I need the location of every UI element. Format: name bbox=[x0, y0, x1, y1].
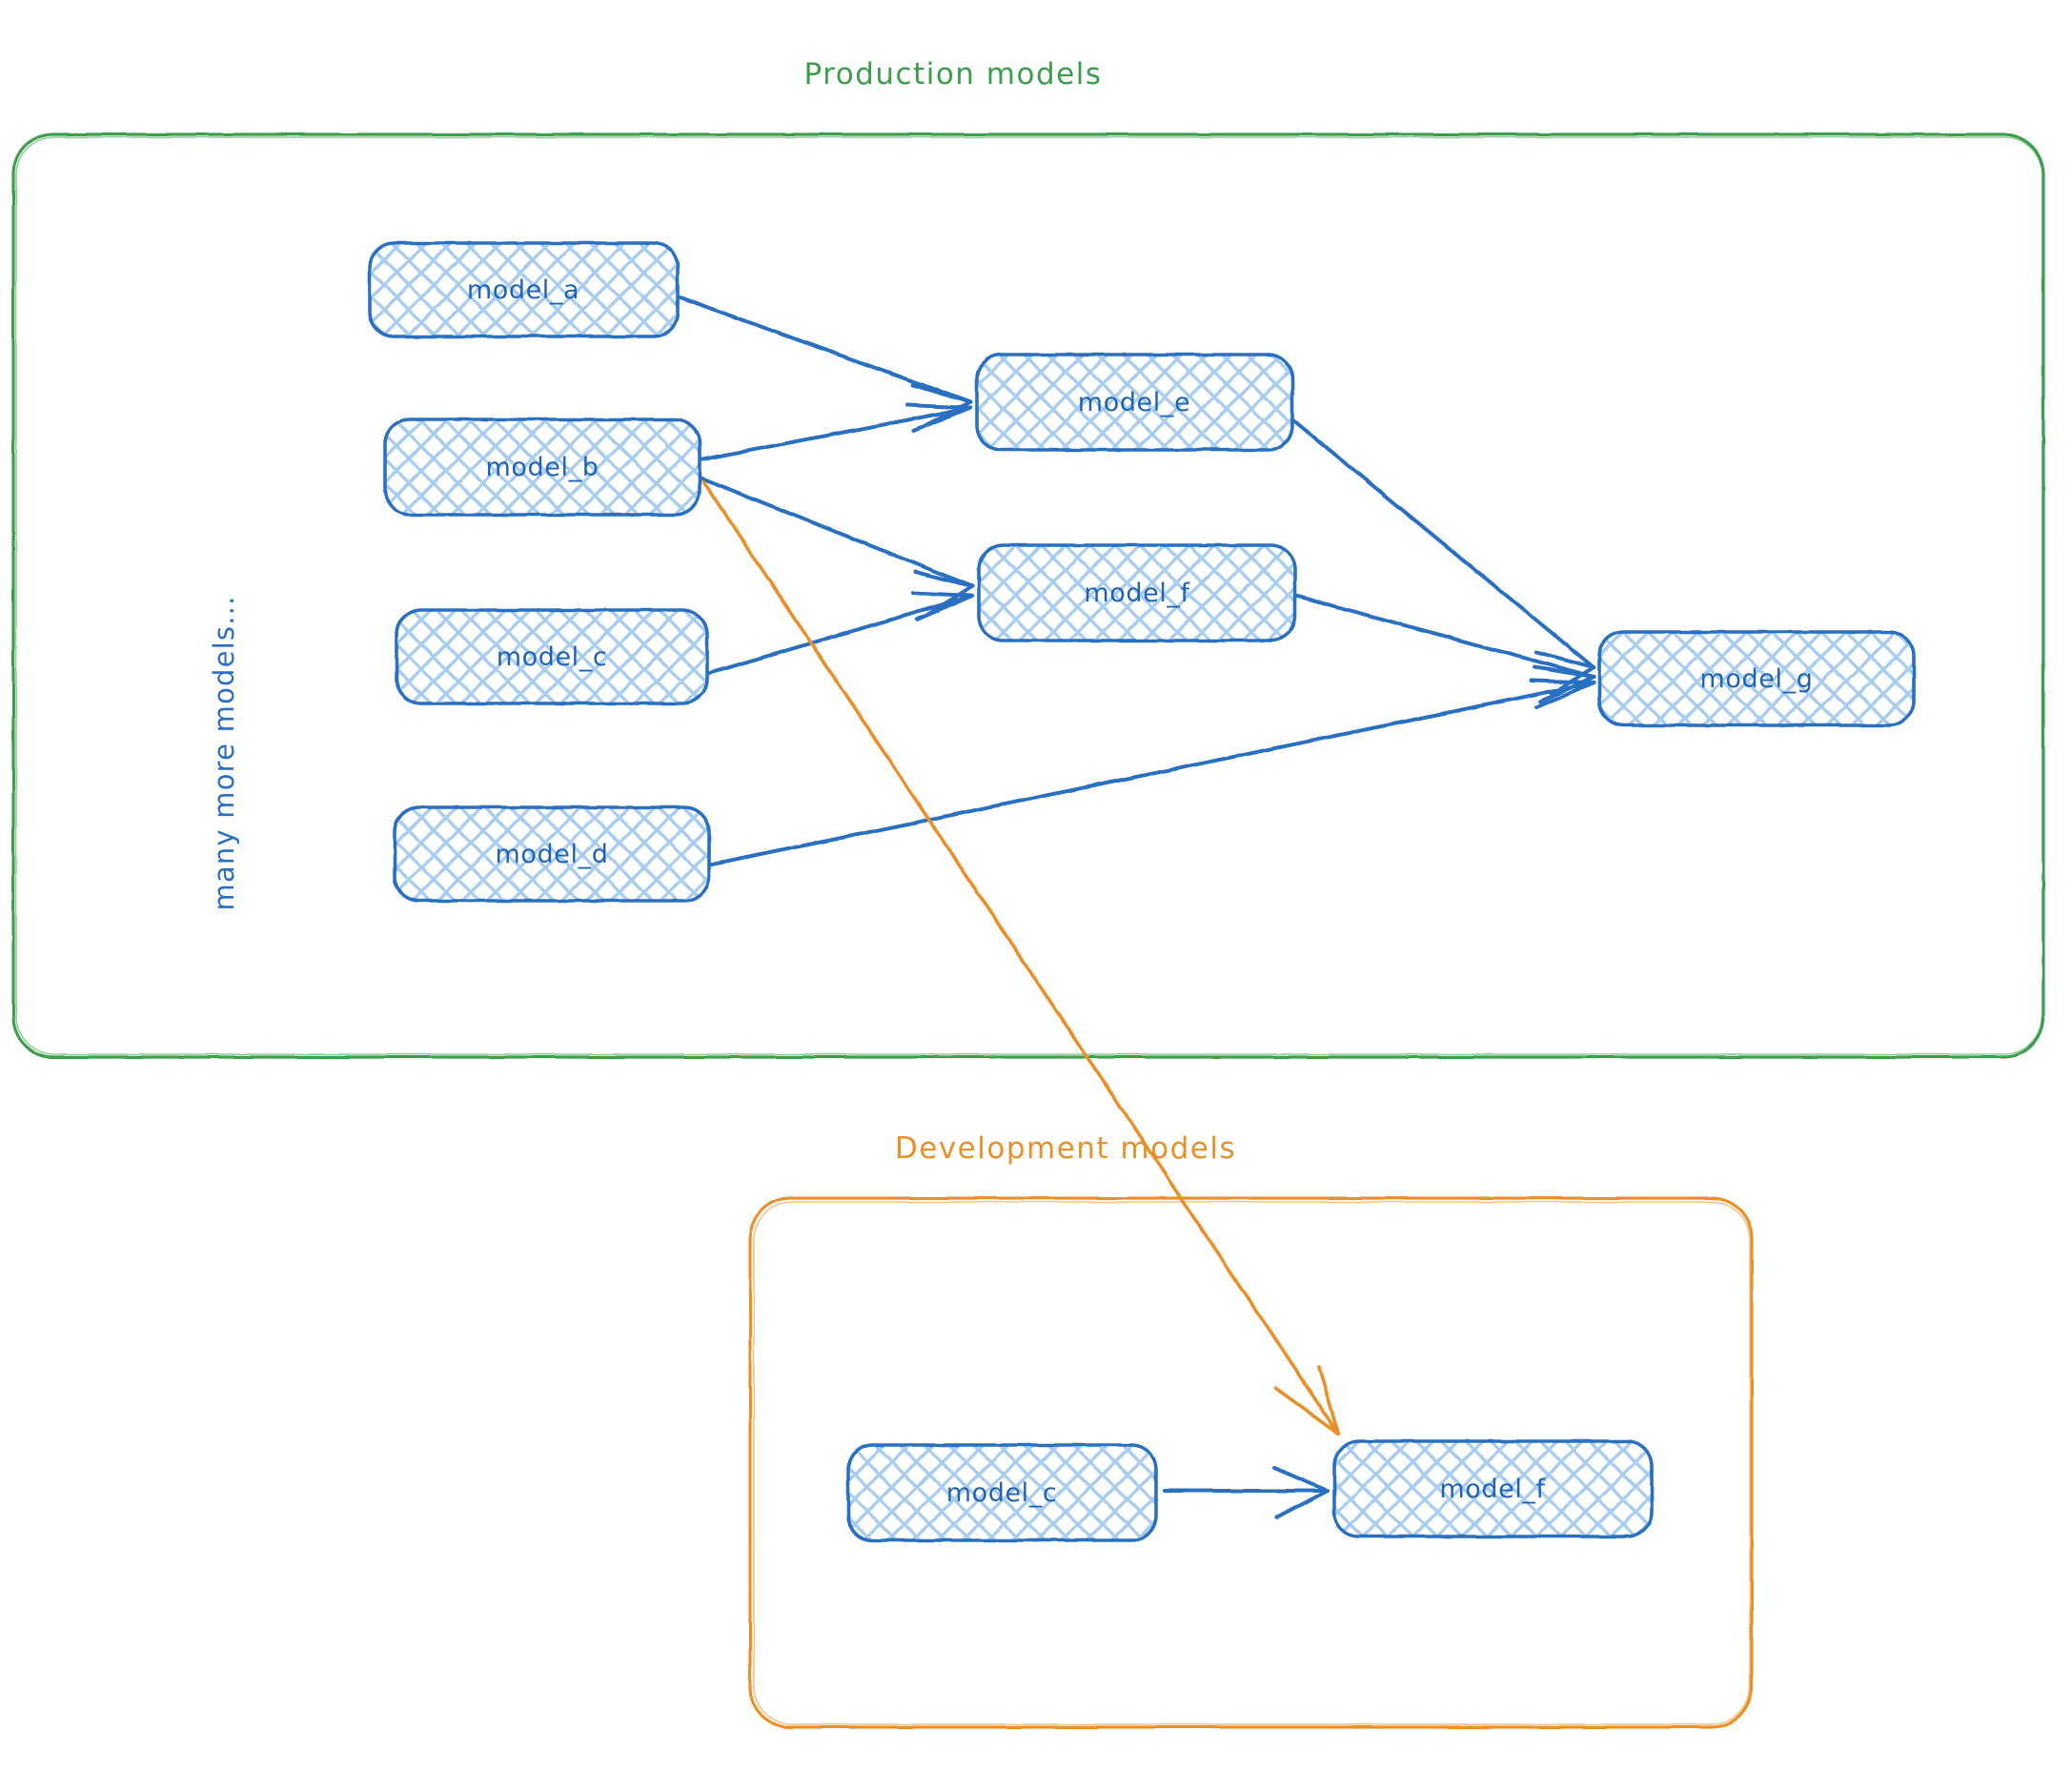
node-prod-model-g[interactable]: model_g bbox=[1597, 630, 1916, 727]
node-label: model_a bbox=[467, 275, 579, 305]
edge-f-to-g bbox=[1294, 594, 1595, 703]
edge-b-to-e bbox=[701, 403, 972, 461]
edge-c-to-f bbox=[708, 591, 974, 675]
node-prod-model-f[interactable]: model_f bbox=[977, 543, 1297, 642]
node-label: model_c bbox=[946, 1478, 1058, 1508]
edge-d-to-g bbox=[710, 679, 1595, 866]
edge-prodb-to-devf bbox=[701, 479, 1340, 1435]
production-group-border bbox=[11, 132, 2045, 1059]
many-more-models-label: many more models... bbox=[208, 596, 240, 911]
node-shape bbox=[1597, 630, 1916, 727]
side-note: many more models... bbox=[208, 596, 240, 911]
node-label: model_c bbox=[497, 642, 608, 672]
node-shape bbox=[1332, 1439, 1654, 1538]
production-group-label: Production models bbox=[804, 57, 1103, 92]
edge-e-to-g bbox=[1290, 417, 1595, 696]
development-group-border-sketch bbox=[753, 1201, 1751, 1725]
node-shape bbox=[975, 353, 1294, 452]
group-production: Production models bbox=[11, 57, 2045, 1059]
group-development: Development models bbox=[748, 1131, 1754, 1729]
node-label: model_e bbox=[1078, 388, 1190, 417]
node-label: model_d bbox=[496, 840, 609, 869]
production-group-border-sketch bbox=[15, 136, 2043, 1055]
node-prod-model-b[interactable]: model_b bbox=[383, 417, 701, 517]
node-prod-model-e[interactable]: model_e bbox=[975, 353, 1294, 452]
node-label: model_g bbox=[1700, 664, 1814, 694]
node-prod-model-d[interactable]: model_d bbox=[393, 805, 711, 903]
node-dev-model-f[interactable]: model_f bbox=[1332, 1439, 1654, 1538]
node-shape bbox=[383, 417, 701, 517]
node-prod-model-c[interactable]: model_c bbox=[395, 608, 709, 705]
nodes-layer: model_a model_b model_c model_d bbox=[368, 241, 1916, 1542]
node-prod-model-a[interactable]: model_a bbox=[368, 241, 680, 338]
edge-devc-to-devf bbox=[1163, 1466, 1330, 1519]
node-shape bbox=[395, 608, 709, 705]
node-shape bbox=[393, 805, 711, 903]
node-label: model_f bbox=[1439, 1475, 1546, 1504]
node-shape bbox=[846, 1443, 1158, 1542]
development-group-border bbox=[748, 1196, 1754, 1729]
edges-layer bbox=[679, 295, 1595, 1519]
node-shape bbox=[977, 543, 1297, 642]
node-shape bbox=[368, 241, 680, 338]
development-group-label: Development models bbox=[895, 1131, 1236, 1166]
node-label: model_f bbox=[1084, 579, 1190, 608]
node-dev-model-c[interactable]: model_c bbox=[846, 1443, 1158, 1542]
node-label: model_b bbox=[486, 453, 599, 482]
